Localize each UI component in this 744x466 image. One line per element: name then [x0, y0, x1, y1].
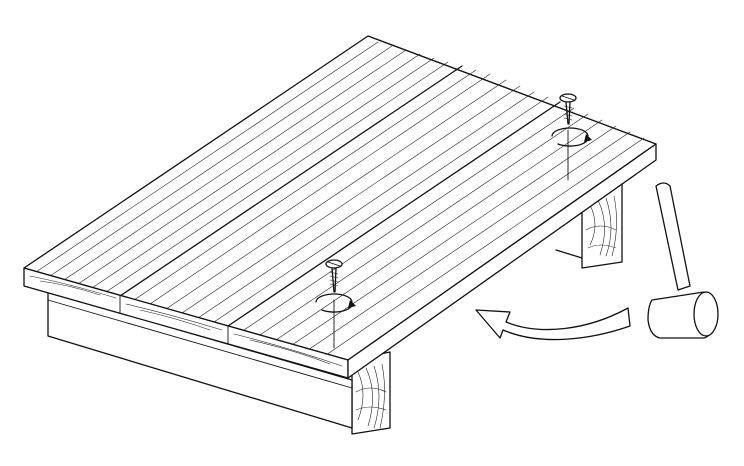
- rubber-mallet-icon: [647, 182, 719, 339]
- screw-icon: [559, 93, 577, 181]
- rotation-arrow-icon: [551, 127, 592, 147]
- deck-front-edge: [23, 143, 657, 379]
- board-2-grooves: [133, 69, 549, 323]
- rotation-arrow-icon: [315, 293, 356, 313]
- board-1-grooves: [35, 41, 449, 293]
- screw-icon: [325, 259, 343, 349]
- curved-arrow-icon: [475, 307, 631, 341]
- board-3-grooves: [243, 107, 645, 356]
